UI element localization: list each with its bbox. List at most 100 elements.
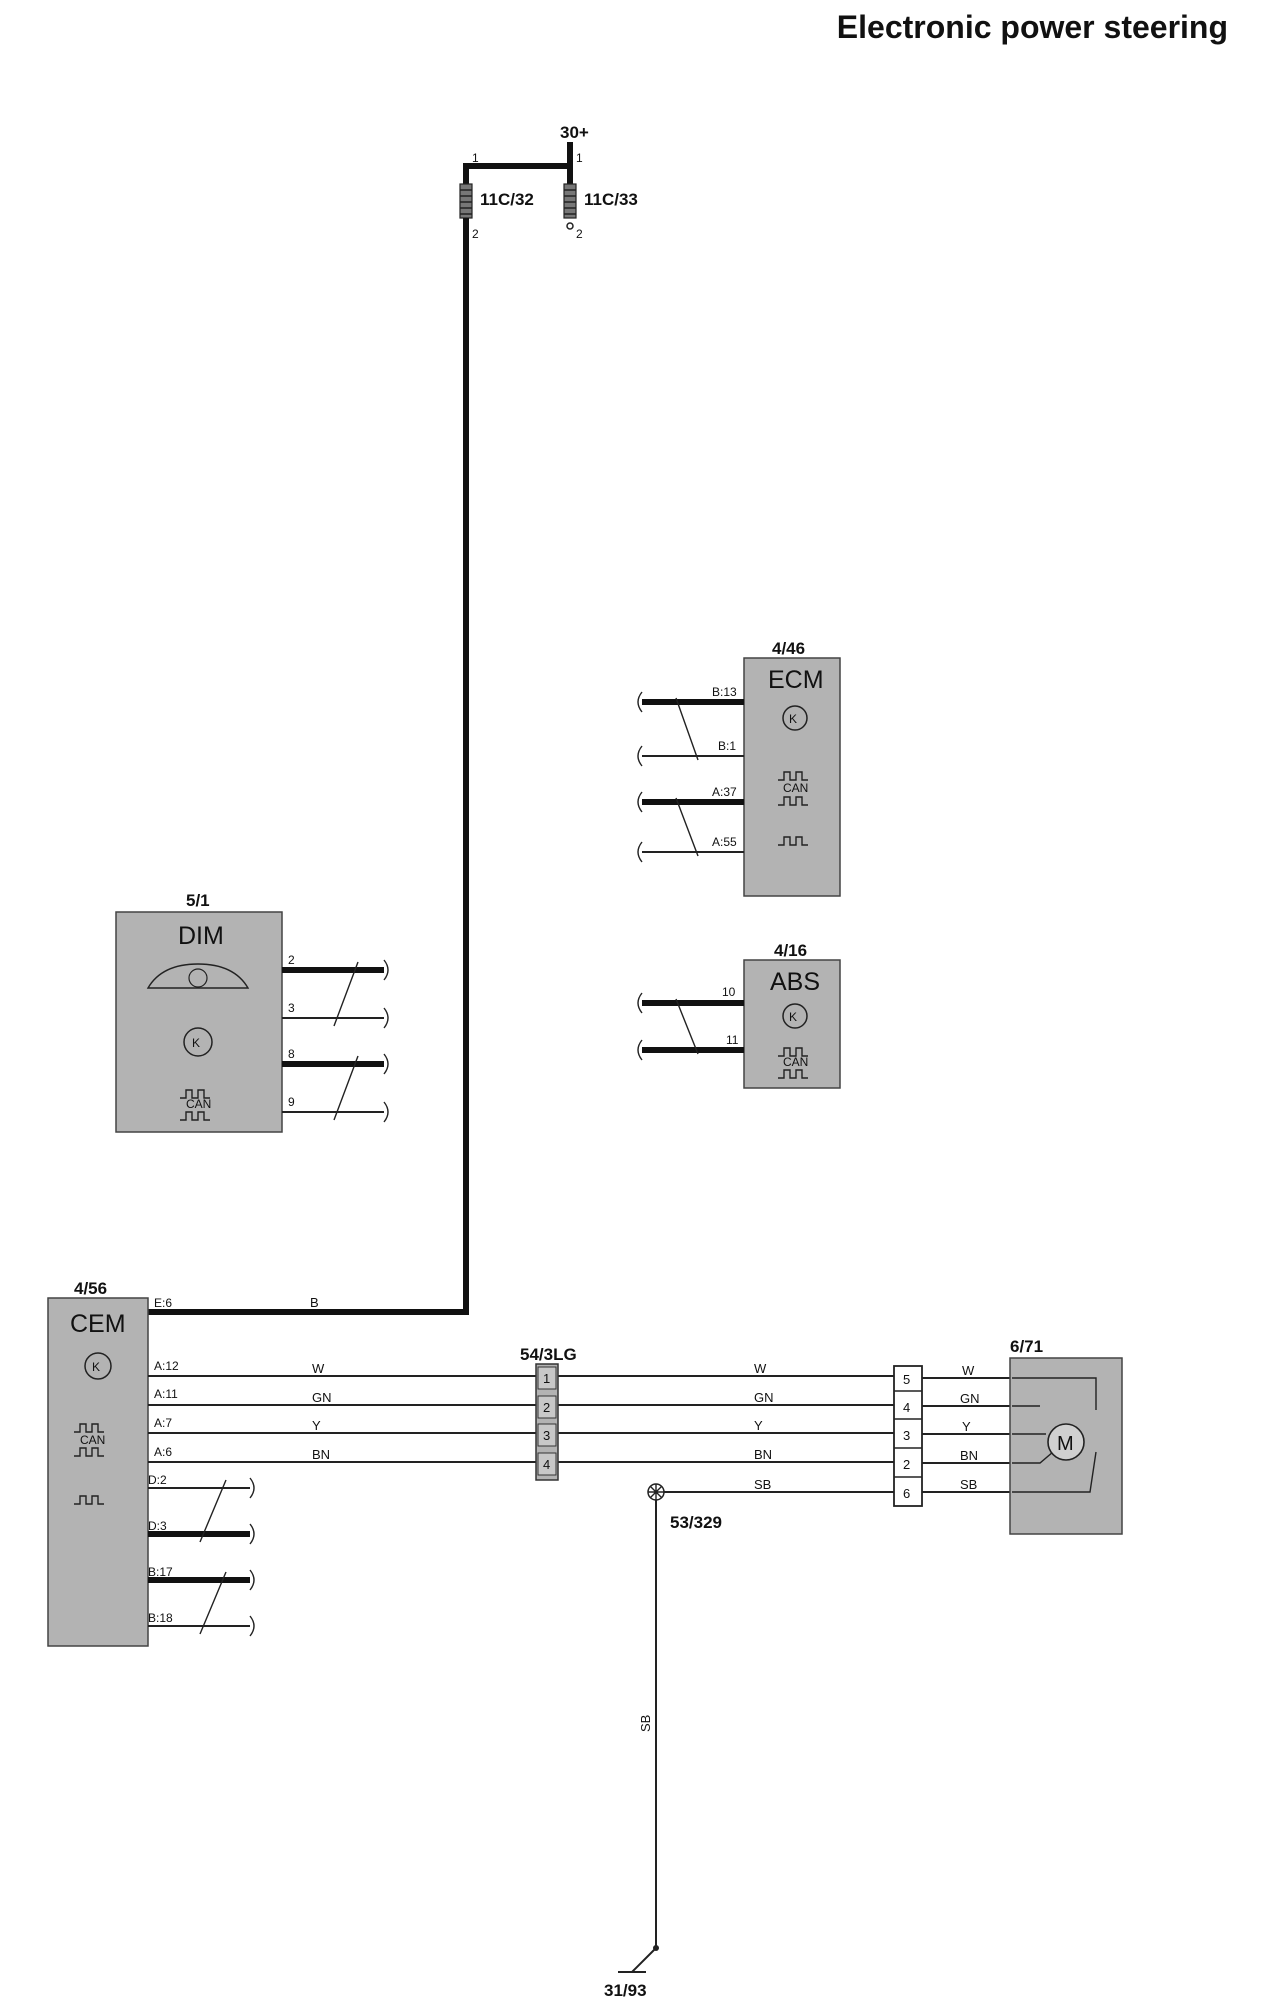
fuse-right-label: 11C/33 xyxy=(584,190,638,209)
fuse-right-stripes xyxy=(564,189,576,215)
ecm-can-label: CAN xyxy=(783,781,808,795)
abs-signal-icon-2 xyxy=(778,1069,808,1079)
plug-pin-6: 6 xyxy=(903,1486,910,1501)
ground-wire-color: SB xyxy=(638,1715,653,1732)
wire-color-gn-right: GN xyxy=(754,1390,774,1405)
dim-signal-icon-2 xyxy=(180,1111,210,1121)
ecm-pin-b1: B:1 xyxy=(718,739,736,753)
steering-motor: 6/71 M xyxy=(1009,1337,1123,1535)
ecm-wire-breaks xyxy=(637,691,643,863)
cem-pin-a11: A:11 xyxy=(154,1387,178,1401)
ecm-pin-b13: B:13 xyxy=(712,685,737,699)
motor-plug: 5 4 3 2 6 W GN Y BN SB xyxy=(893,1363,1012,1507)
ground-label: 31/93 xyxy=(604,1981,647,2000)
abs-name: ABS xyxy=(770,968,820,996)
cem-pin-a6: A:6 xyxy=(154,1445,172,1459)
motor-plug-dividers xyxy=(894,1390,922,1478)
motor-icon xyxy=(1047,1423,1085,1461)
cem-module: 4/56 CEM K CAN E:6 A:12 A:11 A:7 A:6 D:2… xyxy=(47,1279,255,1647)
abs-twist-mark xyxy=(675,998,699,1055)
dim-pin-2: 2 xyxy=(288,953,295,967)
power-supply: 30+ 1 1 11C/32 11C/33 2 2 xyxy=(459,123,638,241)
fuse-left-stripes xyxy=(460,189,472,215)
dim-twist-marks xyxy=(333,961,359,1121)
plug-pin-5: 5 xyxy=(903,1372,910,1387)
cem-k-icon xyxy=(84,1352,112,1380)
ecm-pin-a55: A:55 xyxy=(712,835,737,849)
plug-pin-4: 4 xyxy=(903,1400,910,1415)
wire-color-e6: B xyxy=(310,1295,319,1310)
dim-id: 5/1 xyxy=(186,891,210,910)
ground-point-cross xyxy=(648,1484,664,1500)
cem-k-letter: K xyxy=(92,1360,100,1374)
dim-name: DIM xyxy=(178,922,224,950)
plug-pin-2: 2 xyxy=(903,1457,910,1472)
ground-point-label: 53/329 xyxy=(670,1513,722,1532)
signal-wires: W GN Y BN W GN Y BN SB xyxy=(148,1361,894,1493)
connector-pin-1: 1 xyxy=(543,1371,550,1386)
ground-symbol-icon xyxy=(618,1947,657,1973)
motor-plug-body xyxy=(893,1365,923,1507)
fuse-left xyxy=(459,183,473,219)
connector-pin-2: 2 xyxy=(543,1400,550,1415)
ecm-module: 4/46 ECM K CAN B:13 B:1 A:37 A:55 xyxy=(637,639,841,897)
cem-pin-a7: A:7 xyxy=(154,1416,172,1430)
dim-k-letter: K xyxy=(192,1036,200,1050)
dim-pin-9: 9 xyxy=(288,1095,295,1109)
ecm-signal-icon xyxy=(778,771,808,781)
dim-box xyxy=(115,911,283,1133)
cem-pin-b18: B:18 xyxy=(148,1611,173,1625)
dim-wire-breaks xyxy=(383,959,389,1123)
motor-internal-wiring xyxy=(1012,1377,1097,1493)
abs-k-letter: K xyxy=(789,1010,797,1024)
dim-module: 5/1 DIM K CAN 2 3 8 9 xyxy=(115,891,389,1133)
connector-id: 54/3LG xyxy=(520,1345,577,1364)
ecm-k-letter: K xyxy=(789,712,797,726)
connector-cell-1 xyxy=(537,1366,557,1390)
dim-k-icon xyxy=(183,1027,213,1057)
fuse-left-pin1: 1 xyxy=(472,151,479,165)
wire-color-w-right: W xyxy=(754,1361,767,1376)
connector-cell-2 xyxy=(537,1395,557,1419)
cem-pin-d2: D:2 xyxy=(148,1473,167,1487)
dim-gauge-icon xyxy=(146,963,250,989)
fuse-right xyxy=(563,183,577,219)
cem-pin-d3: D:3 xyxy=(148,1519,167,1533)
abs-id: 4/16 xyxy=(774,941,807,960)
wire-color-bn-left: BN xyxy=(312,1447,330,1462)
page-title: Electronic power steering xyxy=(837,9,1228,45)
fuse-left-pin2: 2 xyxy=(472,227,479,241)
abs-pin-11: 11 xyxy=(726,1033,739,1047)
dim-gauge-dial xyxy=(188,968,208,988)
abs-k-icon xyxy=(782,1003,808,1029)
cem-can-label: CAN xyxy=(80,1433,105,1447)
plug-color-sb: SB xyxy=(960,1477,977,1492)
ecm-pulse-icon xyxy=(778,836,808,846)
connector-pin-3: 3 xyxy=(543,1428,550,1443)
cem-twist-marks xyxy=(199,1479,227,1635)
abs-pin-10: 10 xyxy=(722,985,736,999)
plug-color-gn: GN xyxy=(960,1391,980,1406)
ecm-box xyxy=(743,657,841,897)
ecm-name: ECM xyxy=(768,666,824,694)
connector-54-3lg: 54/3LG 1 2 3 4 xyxy=(520,1345,577,1481)
cem-box xyxy=(47,1297,149,1647)
supply-label: 30+ xyxy=(560,123,589,142)
ecm-twist-marks xyxy=(675,697,699,857)
cem-pin-a12: A:12 xyxy=(154,1359,179,1373)
wire-color-sb: SB xyxy=(754,1477,771,1492)
abs-box xyxy=(743,959,841,1089)
plug-color-w: W xyxy=(962,1363,975,1378)
ecm-signal-icon-2 xyxy=(778,796,808,806)
motor-symbol: M xyxy=(1057,1433,1074,1455)
motor-id: 6/71 xyxy=(1010,1337,1043,1356)
cem-pin-e6: E:6 xyxy=(154,1296,172,1310)
dim-pin-8: 8 xyxy=(288,1047,295,1061)
connector-body xyxy=(535,1363,559,1481)
abs-can-label: CAN xyxy=(783,1055,808,1069)
ground-circuit: 53/329 SB 31/93 xyxy=(604,1483,722,2000)
plug-color-y: Y xyxy=(962,1419,971,1434)
ecm-k-icon xyxy=(782,705,808,731)
cem-id: 4/56 xyxy=(74,1279,107,1298)
